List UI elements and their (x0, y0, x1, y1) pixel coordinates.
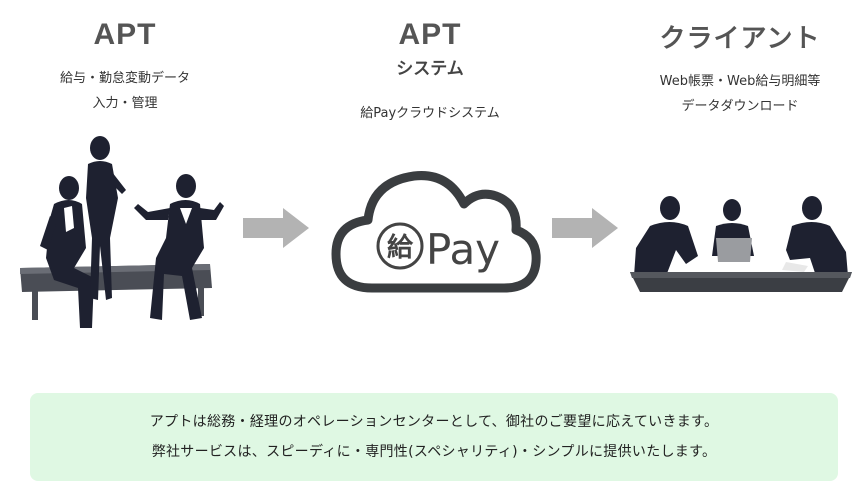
apt-description: 給与・勤怠変動データ 入力・管理 (30, 66, 220, 116)
arrow-right-icon (552, 208, 618, 248)
logo-text: Pay (426, 225, 500, 274)
apt-system-description: 給Payクラウドシステム (360, 106, 500, 121)
apt-desc-line2: 入力・管理 (92, 96, 158, 111)
apt-title: APT (93, 18, 157, 51)
apt-system-subtitle: システム (396, 59, 464, 79)
client-title: クライアント (659, 23, 821, 53)
people-sitting-illustration (20, 136, 224, 328)
service-message-box: アプトは総務・経理のオペレーションセンターとして、御社のご要望に応えていきます。… (30, 393, 838, 481)
apt-system-title: APT (398, 18, 462, 51)
client-description: Web帳票・Web給与明細等 データダウンロード (620, 69, 860, 119)
message-line1: アプトは総務・経理のオペレーションセンターとして、御社のご要望に応えていきます。 (149, 414, 719, 430)
apt-system-column: APT システム 給Payクラウドシステム (325, 18, 535, 126)
apt-column: APT 給与・勤怠変動データ 入力・管理 (30, 18, 220, 116)
arrow-right-icon (243, 208, 309, 248)
cloud-pay-logo: 給 Pay (331, 171, 541, 293)
client-desc-line2: データダウンロード (681, 99, 799, 114)
client-column: クライアント Web帳票・Web給与明細等 データダウンロード (620, 18, 860, 119)
logo-kanji: 給 (387, 232, 414, 263)
client-desc-line1: Web帳票・Web給与明細等 (659, 74, 821, 89)
meeting-illustration (630, 196, 852, 292)
apt-desc-line1: 給与・勤怠変動データ (59, 71, 190, 86)
message-line2: 弊社サービスは、スピーディに・専門性(スペシャリティ)・シンプルに提供いたします… (151, 444, 717, 460)
